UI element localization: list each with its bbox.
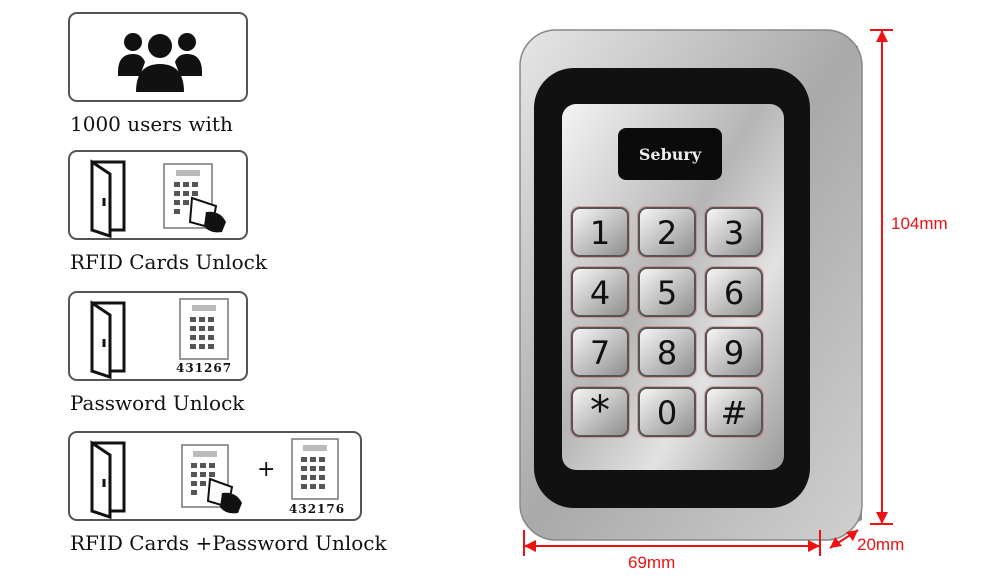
width-dimension: 69mm — [628, 553, 676, 572]
key-7: 7 — [570, 326, 630, 378]
pin-code: 431267 — [176, 361, 233, 375]
key-label: 1 — [590, 214, 610, 252]
key-9: 9 — [704, 326, 764, 378]
key-hash: # — [704, 386, 764, 438]
key-0: 0 — [637, 386, 697, 438]
device-bezel — [534, 68, 810, 508]
key-label: 8 — [657, 334, 677, 372]
key-label: # — [721, 394, 748, 432]
keypad: 1 2 3 4 5 6 7 8 9 * 0 # — [570, 206, 764, 438]
key-label: 7 — [590, 334, 610, 372]
feature-caption-password: Password Unlock — [70, 391, 245, 415]
key-label: 5 — [657, 274, 677, 312]
brand-window — [618, 128, 722, 180]
door-icon — [90, 298, 229, 380]
key-label: 0 — [657, 394, 677, 432]
keypad-card-icon — [163, 163, 226, 233]
keypad-icon — [179, 298, 229, 360]
height-dimension: 104mm — [891, 214, 948, 233]
feature-caption-rfid: RFID Cards Unlock — [70, 250, 267, 274]
key-label: * — [590, 388, 610, 434]
depth-dimension: 20mm — [857, 535, 905, 554]
device-frame — [519, 29, 863, 541]
feature-caption-rfid-password: RFID Cards +Password Unlock — [70, 531, 387, 555]
door-icon — [90, 438, 339, 520]
key-star: * — [570, 386, 630, 438]
key-label: 3 — [724, 214, 744, 252]
pin-code: 432176 — [289, 502, 346, 516]
keypad-icon — [291, 438, 339, 500]
key-2: 2 — [637, 206, 697, 258]
key-label: 9 — [724, 334, 744, 372]
key-label: 4 — [590, 274, 610, 312]
brand-logo: Sebury — [639, 145, 702, 164]
key-label: 6 — [724, 274, 744, 312]
key-5: 5 — [637, 266, 697, 318]
feature-box-password: 431267 — [68, 291, 248, 381]
feature-box-rfid — [68, 150, 248, 240]
plus-sign: + — [257, 457, 276, 482]
key-1: 1 — [570, 206, 630, 258]
device-plate — [562, 104, 784, 470]
device-side — [820, 30, 862, 538]
key-8: 8 — [637, 326, 697, 378]
keypad-card-icon — [181, 444, 242, 514]
feature-box-users — [68, 12, 248, 102]
key-label: 2 — [657, 214, 677, 252]
key-6: 6 — [704, 266, 764, 318]
door-icon — [90, 159, 226, 239]
feature-box-rfid-password: + 432176 — [68, 431, 362, 521]
feature-caption-users: 1000 users with — [70, 112, 233, 136]
key-3: 3 — [704, 206, 764, 258]
users-icon — [118, 33, 202, 92]
key-4: 4 — [570, 266, 630, 318]
